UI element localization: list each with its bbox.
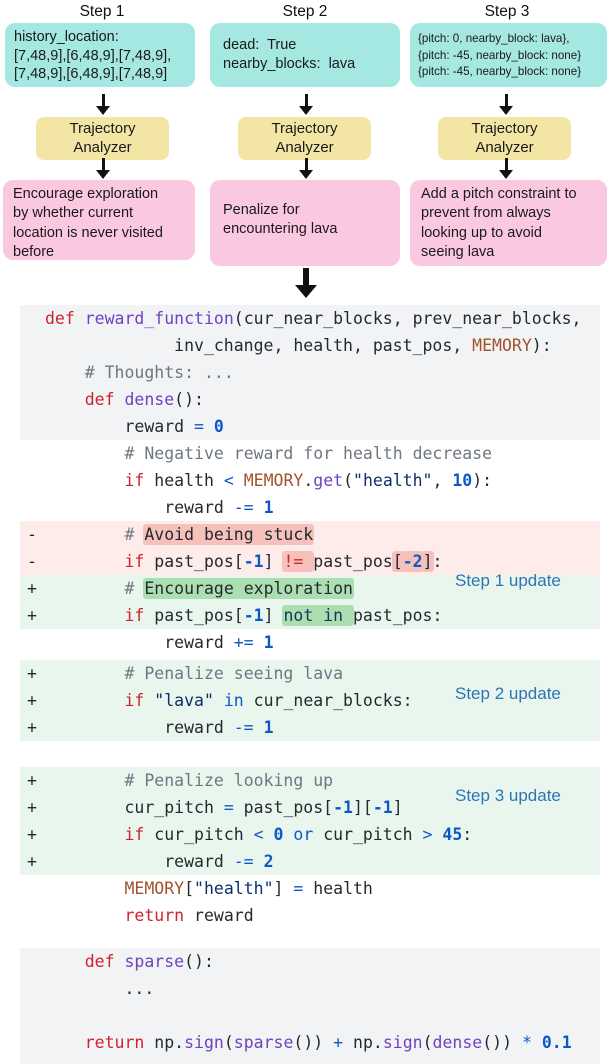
- code-line: + # Penalize seeing lava: [20, 660, 600, 687]
- code-line: reward += 1: [20, 629, 600, 656]
- diff-marker: +: [27, 606, 37, 625]
- diff-marker: +: [27, 798, 37, 817]
- code-line: ...: [20, 975, 600, 1002]
- code-line: - # Avoid being stuck: [20, 521, 600, 548]
- code-line: + if past_pos[-1] not in past_pos:: [20, 602, 600, 629]
- step-1-update-label: Step 1 update: [455, 571, 561, 590]
- arrow-down-icon: [298, 158, 314, 179]
- step-3-label: Step 3: [484, 3, 530, 20]
- code-line: + # Penalize looking up: [20, 767, 600, 794]
- code-line: # Thoughts: ...: [20, 359, 600, 386]
- trajectory-analyzer-box-step-3: Trajectory Analyzer: [438, 117, 571, 160]
- big-arrow-down-icon: [295, 268, 317, 298]
- step-1-label: Step 1: [79, 3, 125, 20]
- observation-text: history_location: [7,48,9],[6,48,9],[7,4…: [14, 29, 172, 82]
- code-line: def sparse():: [20, 948, 600, 975]
- feedback-box-step-3: Add a pitch constraint to prevent from a…: [410, 180, 607, 266]
- code-line: return np.sign(sparse()) + np.sign(dense…: [20, 1029, 600, 1056]
- code-line: # Negative reward for health decrease: [20, 440, 600, 467]
- feedback-box-step-1: Encourage exploration by whether current…: [3, 180, 195, 260]
- arrow-down-icon: [95, 158, 111, 179]
- trajectory-analyzer-box-step-1: Trajectory Analyzer: [36, 117, 169, 160]
- feedback-box-step-2: Penalize for encountering lava: [210, 180, 400, 266]
- diff-marker: -: [27, 552, 37, 571]
- diff-marker: +: [27, 718, 37, 737]
- arrow-down-icon: [498, 94, 514, 115]
- observation-text: {pitch: 0, nearby_block: lava}, {pitch: …: [418, 32, 582, 78]
- code-line: + if "lava" in cur_near_blocks:: [20, 687, 600, 714]
- observation-box-step-3: {pitch: 0, nearby_block: lava}, {pitch: …: [410, 23, 607, 87]
- arrow-down-icon: [298, 94, 314, 115]
- observation-box-step-1: history_location: [7,48,9],[6,48,9],[7,4…: [5, 23, 195, 87]
- code-line: [20, 1002, 600, 1029]
- code-line: MEMORY["health"] = health: [20, 875, 600, 902]
- code-block: def reward_function(cur_near_blocks, pre…: [20, 305, 600, 1064]
- diff-marker: +: [27, 691, 37, 710]
- code-line: + if cur_pitch < 0 or cur_pitch > 45:: [20, 821, 600, 848]
- code-spacer: [20, 929, 600, 948]
- code-line: if health < MEMORY.get("health", 10):: [20, 467, 600, 494]
- code-spacer: [20, 1056, 600, 1064]
- code-line: - if past_pos[-1] != past_pos[-2]:: [20, 548, 600, 575]
- code-spacer: [20, 741, 600, 767]
- diff-marker: +: [27, 825, 37, 844]
- code-line: reward = 0: [20, 413, 600, 440]
- step-3-update-label: Step 3 update: [455, 786, 561, 805]
- code-line: reward -= 1: [20, 494, 600, 521]
- code-line: def dense():: [20, 386, 600, 413]
- arrow-down-icon: [498, 158, 514, 179]
- observation-box-step-2: dead: True nearby_blocks: lava: [210, 23, 400, 87]
- diff-marker: +: [27, 579, 37, 598]
- code-line: + cur_pitch = past_pos[-1][-1]: [20, 794, 600, 821]
- code-line: inv_change, health, past_pos, MEMORY):: [20, 332, 600, 359]
- diff-marker: +: [27, 664, 37, 683]
- code-line: return reward: [20, 902, 600, 929]
- code-line: def reward_function(cur_near_blocks, pre…: [20, 305, 600, 332]
- diff-marker: +: [27, 771, 37, 790]
- arrow-down-icon: [95, 94, 111, 115]
- step-2-update-label: Step 2 update: [455, 684, 561, 703]
- code-line: + # Encourage exploration: [20, 575, 600, 602]
- step-2-label: Step 2: [282, 3, 328, 20]
- diff-marker: -: [27, 525, 37, 544]
- diff-marker: +: [27, 852, 37, 871]
- code-line: + reward -= 1: [20, 714, 600, 741]
- trajectory-analyzer-box-step-2: Trajectory Analyzer: [238, 117, 371, 160]
- observation-text: dead: True nearby_blocks: lava: [223, 37, 356, 72]
- code-line: + reward -= 2: [20, 848, 600, 875]
